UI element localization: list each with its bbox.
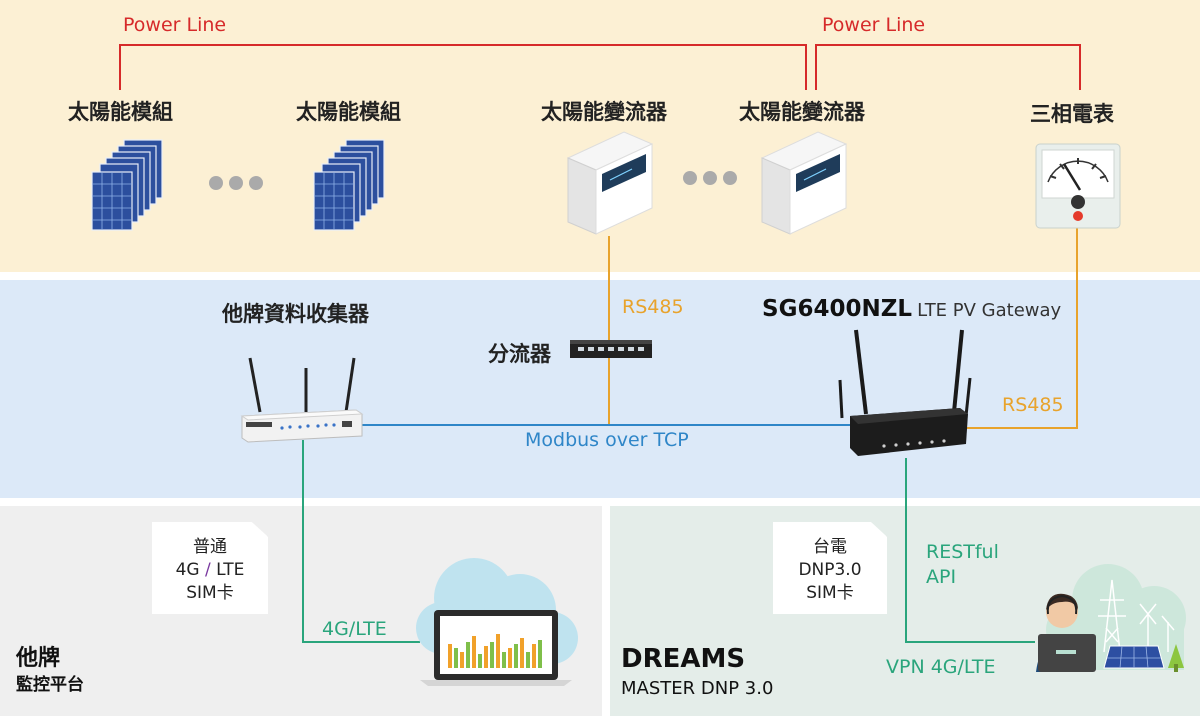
inverter-label-1: 太陽能變流器 [541, 100, 667, 124]
lte-link-label: 4G/LTE [322, 618, 387, 640]
power-line-label-right: Power Line [822, 14, 926, 36]
sim-card-taipower-line2: DNP3.0 [798, 560, 862, 580]
sim-card-regular-lte: LTE [216, 560, 245, 580]
lte-gateway-icon [838, 329, 972, 456]
sim-card-taipower-line1: 台電 [813, 537, 847, 557]
sim-card-regular-line2: 4G / LTE [152, 559, 268, 582]
dreams-operator-icon [1036, 564, 1186, 672]
power-meter-icon [1035, 143, 1121, 229]
sim-card-regular-4g: 4G [175, 560, 200, 580]
solar-panel-icon [313, 139, 385, 231]
third-party-platform-subtitle: 監控平台 [16, 675, 84, 695]
inverter-label-2: 太陽能變流器 [739, 100, 865, 124]
gateway-model-desc: LTE PV Gateway [917, 300, 1062, 321]
third-party-router-icon [240, 357, 364, 443]
network-splitter-icon [570, 340, 652, 358]
sim-card-regular-sep: / [205, 560, 211, 580]
dreams-title: DREAMS [621, 644, 746, 674]
power-line-label-left: Power Line [123, 14, 227, 36]
power-line-right [815, 44, 1081, 90]
rs485-label-meter: RS485 [1002, 394, 1064, 416]
sim-card-taipower-line3: SIM卡 [806, 583, 854, 603]
gateway-zone [0, 280, 1200, 498]
solar-module-label-2: 太陽能模組 [296, 100, 401, 124]
restful-api-label-line1: RESTful [926, 541, 999, 563]
third-party-logger-label: 他牌資料收集器 [222, 302, 369, 326]
sim-card-taipower: 台電 DNP3.0 SIM卡 [773, 522, 887, 614]
gateway-model-label: SG6400NZL LTE PV Gateway [762, 296, 1061, 322]
power-line-left [119, 44, 807, 90]
cloud-laptop-icon [416, 558, 578, 686]
lte-third-party-line [302, 440, 420, 643]
more-dots-icon [209, 176, 263, 190]
dreams-subtitle: MASTER DNP 3.0 [621, 678, 774, 699]
inverter-icon [566, 131, 654, 235]
solar-panel-icon [91, 139, 163, 231]
splitter-label: 分流器 [488, 342, 551, 366]
vpn-lte-line [905, 458, 1035, 643]
more-dots-icon [683, 171, 737, 185]
restful-api-label-line2: API [926, 566, 957, 588]
solar-module-label-1: 太陽能模組 [68, 100, 173, 124]
sim-card-regular-line3: SIM卡 [186, 583, 234, 603]
sim-card-regular-line1: 普通 [193, 537, 227, 557]
rs485-meter-line [965, 225, 1078, 429]
modbus-label: Modbus over TCP [525, 429, 689, 451]
gateway-model-name: SG6400NZL [762, 296, 913, 322]
sim-card-regular: 普通 4G / LTE SIM卡 [152, 522, 268, 614]
vpn-lte-label: VPN 4G/LTE [886, 656, 996, 678]
third-party-platform-title: 他牌 [16, 646, 61, 671]
rs485-label-inverter: RS485 [622, 296, 684, 318]
meter-label: 三相電表 [1030, 102, 1114, 126]
inverter-icon [760, 131, 848, 235]
